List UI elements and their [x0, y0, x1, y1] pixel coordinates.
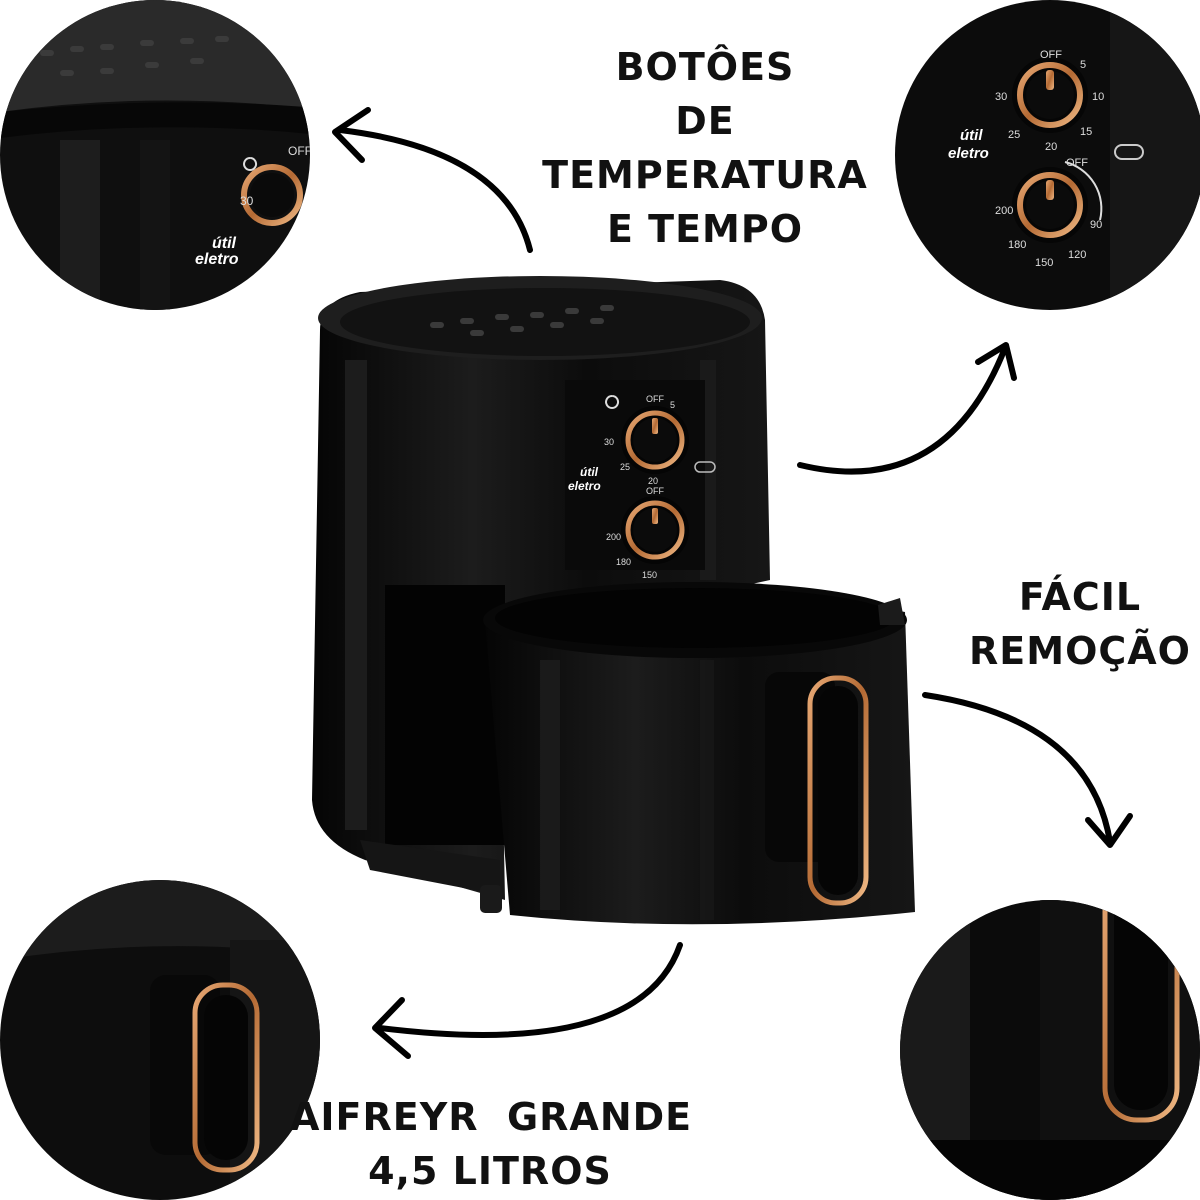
arrows: [332, 107, 1133, 1059]
zoom-circle-dials: OFF 5 10 15 20 25 30 OFF 90 120 150 180 …: [895, 0, 1200, 310]
arrow-to-basket-circle: [922, 692, 1133, 848]
svg-text:útil: útil: [960, 127, 983, 144]
svg-text:25: 25: [620, 462, 630, 472]
basket-handle[interactable]: [765, 672, 869, 906]
air-fryer: OFF 5 30 25 20 útil eletro OFF 200 180 1…: [312, 276, 915, 925]
brand-logo-text: útil: [212, 235, 237, 252]
power-indicator: [694, 461, 716, 473]
svg-text:120: 120: [1068, 249, 1086, 261]
arrow-to-handle-circle: [372, 942, 683, 1059]
svg-text:5: 5: [670, 400, 675, 410]
svg-text:eletro: eletro: [195, 251, 239, 268]
svg-text:180: 180: [616, 557, 631, 567]
timer-dial[interactable]: [621, 406, 689, 474]
temperature-dial[interactable]: [621, 496, 689, 564]
svg-text:150: 150: [642, 570, 657, 580]
caption-capacity: AIFREYR GRANDE 4,5 LITROS: [290, 1095, 693, 1193]
zoom-circle-top: OFF 30 útil eletro: [0, 0, 312, 310]
svg-text:20: 20: [648, 476, 658, 486]
svg-text:20: 20: [1045, 141, 1057, 153]
timer-icon: [605, 395, 620, 409]
svg-text:5: 5: [1080, 59, 1086, 71]
svg-text:útil: útil: [580, 465, 599, 479]
svg-text:180: 180: [1008, 239, 1026, 251]
caption-removal: FÁCIL REMOÇÃO: [969, 575, 1191, 673]
arrow-to-dials-circle: [797, 342, 1017, 475]
svg-text:10: 10: [1092, 91, 1104, 103]
svg-text:200: 200: [606, 532, 621, 542]
zoom-circle-handle: [0, 880, 320, 1200]
svg-text:eletro: eletro: [568, 479, 601, 493]
svg-text:15: 15: [1080, 126, 1092, 138]
vent-holes: [430, 305, 614, 336]
svg-text:OFF: OFF: [1040, 49, 1062, 61]
svg-text:eletro: eletro: [948, 145, 989, 162]
svg-text:30: 30: [995, 91, 1007, 103]
svg-text:OFF: OFF: [646, 394, 664, 404]
timer-off-label: OFF: [288, 144, 312, 158]
svg-text:OFF: OFF: [1066, 157, 1088, 169]
zoom-circle-basket: [900, 900, 1200, 1200]
svg-text:200: 200: [995, 205, 1013, 217]
arrow-to-top-circle: [332, 107, 533, 253]
svg-text:25: 25: [1008, 129, 1020, 141]
caption-controls: BOTÔES DE TEMPERATURA E TEMPO: [542, 45, 868, 251]
svg-text:90: 90: [1090, 219, 1102, 231]
basket-drawer[interactable]: [483, 582, 915, 925]
svg-text:30: 30: [240, 194, 254, 208]
svg-text:150: 150: [1035, 257, 1053, 269]
svg-text:OFF: OFF: [646, 486, 664, 496]
svg-text:30: 30: [604, 437, 614, 447]
